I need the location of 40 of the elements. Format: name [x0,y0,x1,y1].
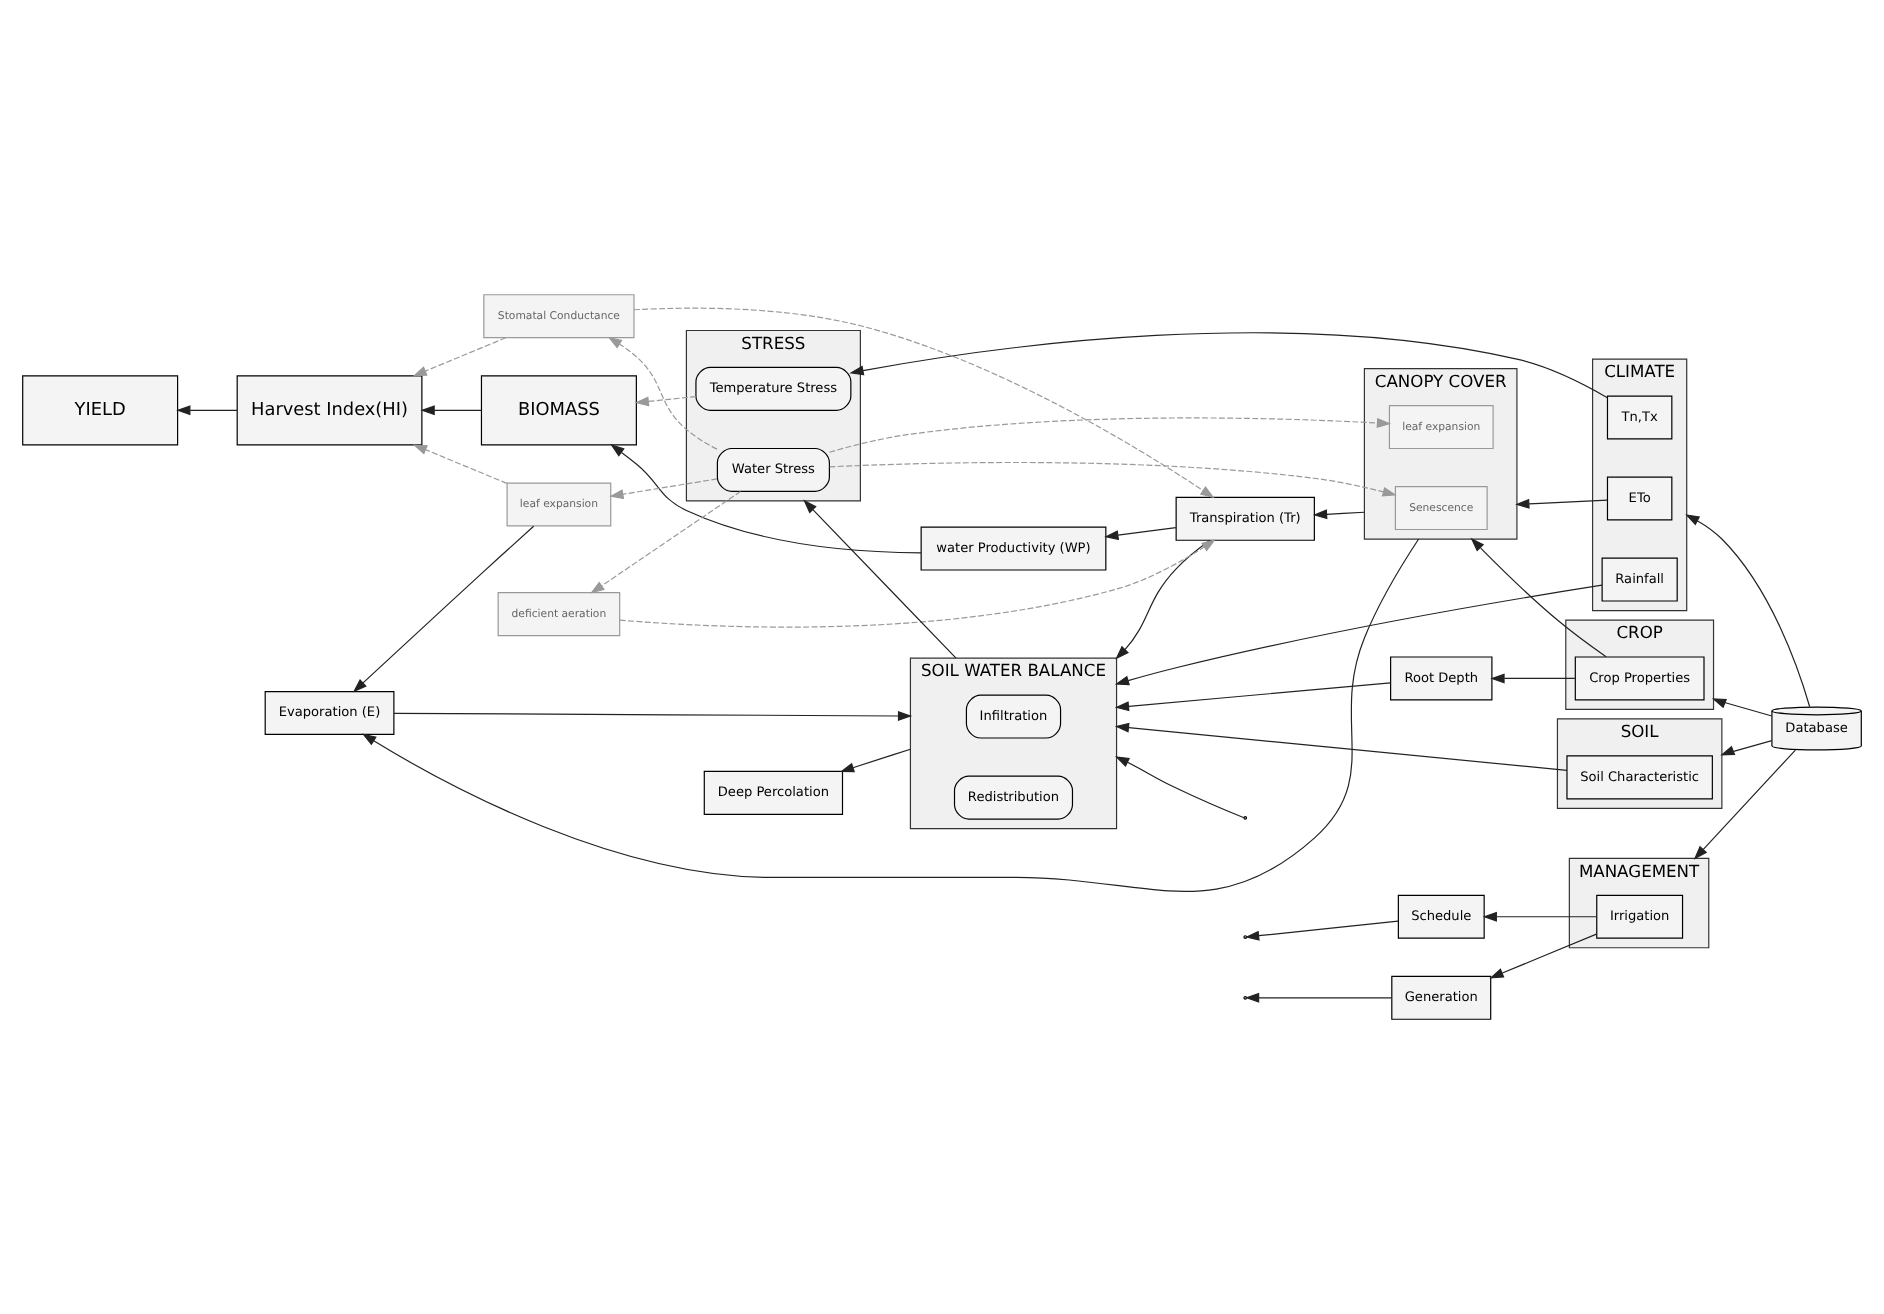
arrow [1115,539,1211,660]
arrow [361,538,1420,892]
arrow [1720,740,1773,756]
arrow [1470,537,1607,658]
arrow [1693,749,1796,860]
arrow [1104,527,1177,541]
arrow [849,332,1608,399]
arrow [1244,992,1393,1003]
arrow [634,396,697,407]
arrow [803,499,957,659]
arrow [1482,911,1597,922]
arrow [609,478,718,500]
arrow [1515,498,1608,509]
arrow [352,525,535,693]
arrow [828,417,1392,453]
node-box: BIOMASS [480,375,637,446]
arrow [607,336,718,450]
arrow [1114,682,1392,712]
arrow [420,405,482,416]
node-box: Harvest Index(HI) [236,375,423,446]
arrow [1244,920,1399,941]
arrow [1312,509,1365,520]
arrow [1114,584,1603,686]
arrow [412,444,508,484]
arrow [1711,698,1773,717]
arrow [590,490,742,594]
arrow [393,710,913,721]
arrow [412,337,507,377]
arrow [1114,756,1245,819]
arrow [1490,673,1576,684]
arrow [829,461,1397,497]
arrow [633,307,1215,499]
arrow [610,444,922,554]
arrow [1489,933,1597,979]
arrow [839,748,911,773]
arrow [176,405,238,416]
arrow [1114,722,1568,771]
node-box: YIELD [22,375,179,446]
arrow [1685,514,1811,708]
arrow [619,539,1216,628]
